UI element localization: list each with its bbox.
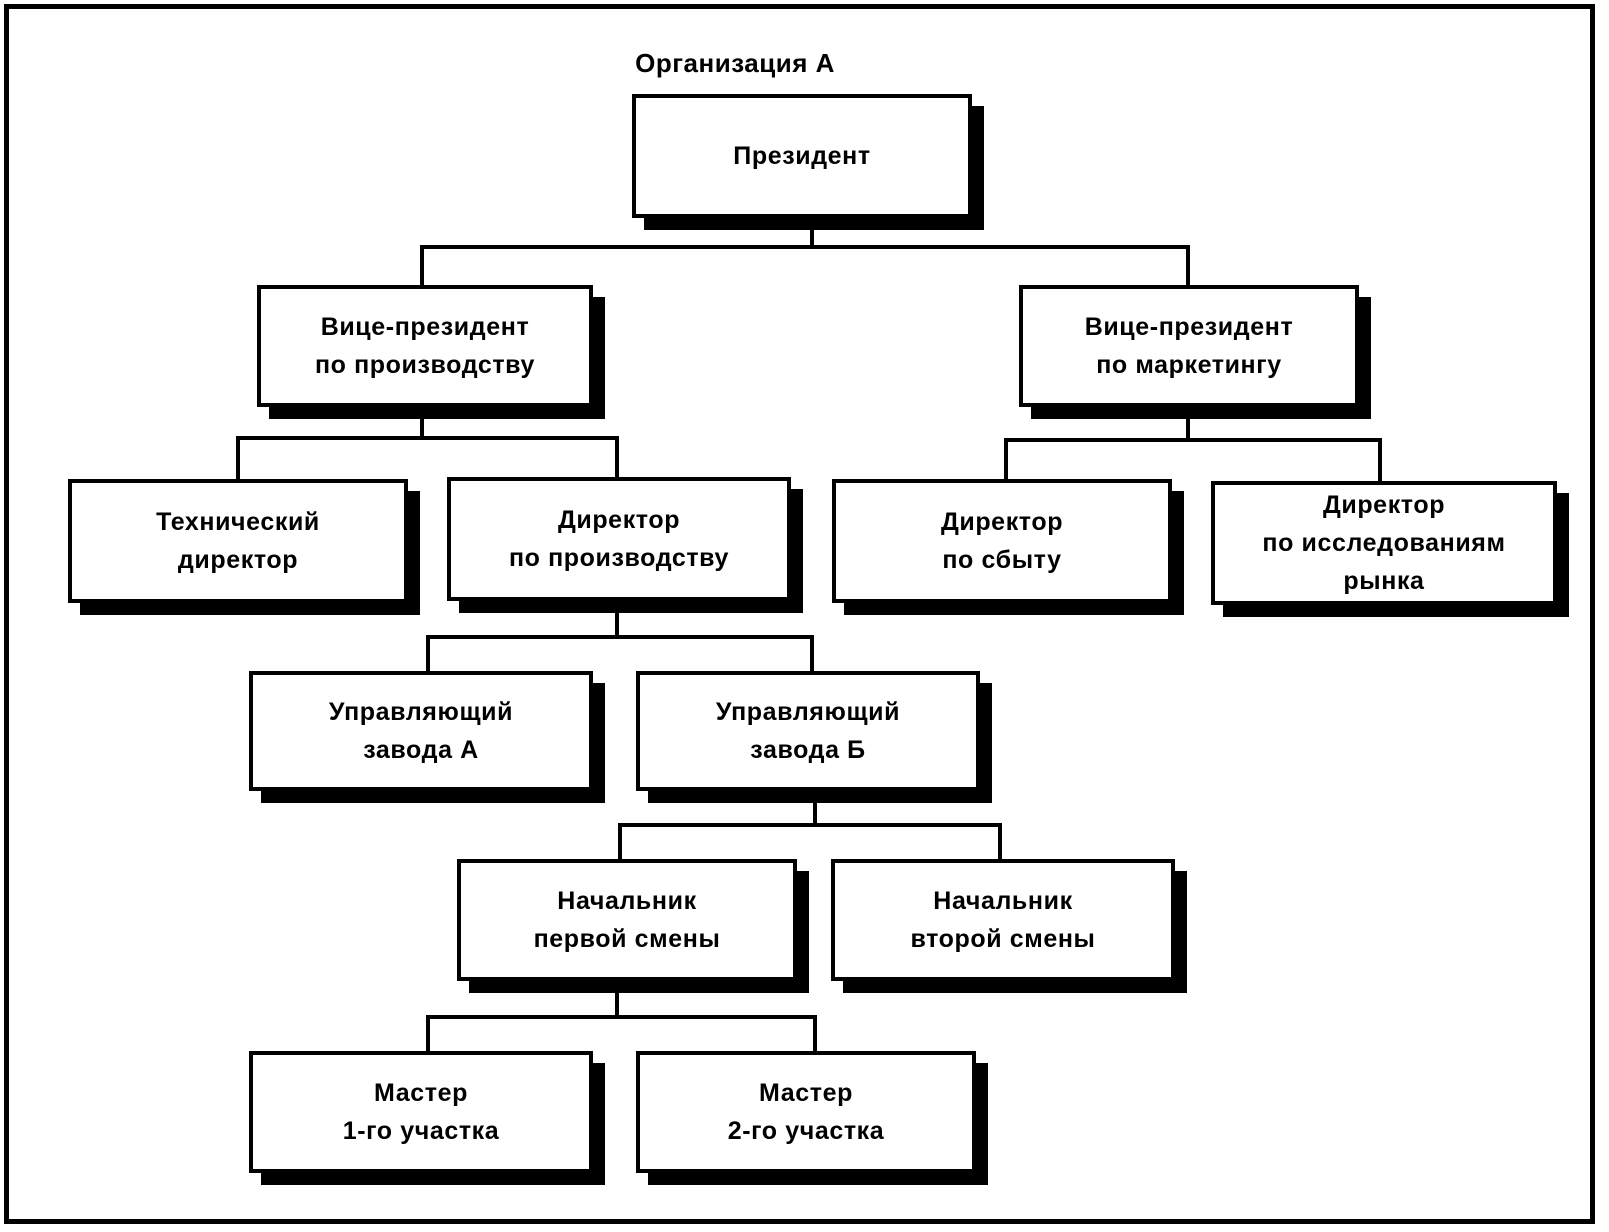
node-plant-a-manager: Управляющий завода А — [249, 671, 593, 791]
node-master1-line2: 1-го участка — [342, 1117, 500, 1145]
node-production-director-line2: по производству — [508, 544, 730, 572]
connector-prod-director-plant-b — [617, 635, 814, 672]
connector-shift1-master1 — [426, 982, 619, 1052]
node-vp-production-line1: Вице-президент — [320, 313, 530, 341]
diagram-title: Организация А — [635, 48, 835, 78]
diagram-frame — [4, 4, 1595, 1224]
node-shift2-head-line1: Начальник — [933, 887, 1073, 915]
connector-vp-marketing-sales — [1004, 407, 1190, 480]
connector-vp-production-tech — [236, 407, 424, 480]
node-master2-line2: 2-го участка — [727, 1117, 885, 1145]
node-research-director: Директор по исследованиям рынка — [1211, 481, 1557, 605]
node-tech-director-line1: Технический — [156, 508, 320, 536]
node-shift2-head-line2: второй смены — [910, 925, 1096, 953]
node-master2-line1: Мастер — [759, 1079, 853, 1107]
node-tech-director: Технический директор — [68, 479, 408, 603]
node-shift1-head: Начальник первой смены — [457, 859, 797, 981]
node-vp-marketing-line1: Вице-президент — [1084, 313, 1294, 341]
node-research-director-line2: по исследованиям — [1262, 529, 1506, 557]
connector-president-vp-marketing — [812, 245, 1190, 285]
connector-president-vps — [420, 222, 814, 285]
node-plant-b-manager-line1: Управляющий — [715, 698, 901, 726]
node-research-director-line3: рынка — [1343, 567, 1425, 595]
connector-plant-b-shift2 — [815, 823, 1002, 860]
connector-prod-director-plant-a — [426, 600, 619, 672]
node-tech-director-line2: директор — [177, 546, 299, 574]
node-shift1-head-line1: Начальник — [557, 887, 697, 915]
node-master1-line1: Мастер — [374, 1079, 468, 1107]
node-president-line1: Президент — [733, 142, 871, 170]
connector-shift1-master2 — [617, 1015, 817, 1052]
node-production-director-line1: Директор — [557, 506, 681, 534]
node-plant-b-manager-line2: завода Б — [750, 736, 866, 764]
connector-plant-b-shift1 — [618, 792, 817, 860]
node-sales-director-line1: Директор — [940, 508, 1064, 536]
node-vp-marketing-line2: по маркетингу — [1096, 351, 1282, 379]
node-plant-b-manager: Управляющий завода Б — [636, 671, 980, 791]
node-vp-production: Вице-президент по производству — [257, 285, 593, 407]
node-master1: Мастер 1-го участка — [249, 1051, 593, 1173]
connector-vp-marketing-research — [1188, 438, 1382, 482]
node-plant-a-manager-line1: Управляющий — [328, 698, 514, 726]
node-shift2-head: Начальник второй смены — [831, 859, 1175, 981]
node-plant-a-manager-line2: завода А — [363, 736, 479, 764]
node-vp-marketing: Вице-президент по маркетингу — [1019, 285, 1359, 407]
node-sales-director-line2: по сбыту — [942, 546, 1062, 574]
node-vp-production-line2: по производству — [314, 351, 536, 379]
node-sales-director: Директор по сбыту — [832, 479, 1172, 603]
node-president: Президент — [632, 94, 972, 218]
node-production-director: Директор по производству — [447, 477, 791, 601]
node-research-director-line1: Директор — [1322, 491, 1446, 519]
node-master2: Мастер 2-го участка — [636, 1051, 976, 1173]
node-shift1-head-line2: первой смены — [533, 925, 721, 953]
connector-vp-production-prod — [422, 436, 619, 478]
